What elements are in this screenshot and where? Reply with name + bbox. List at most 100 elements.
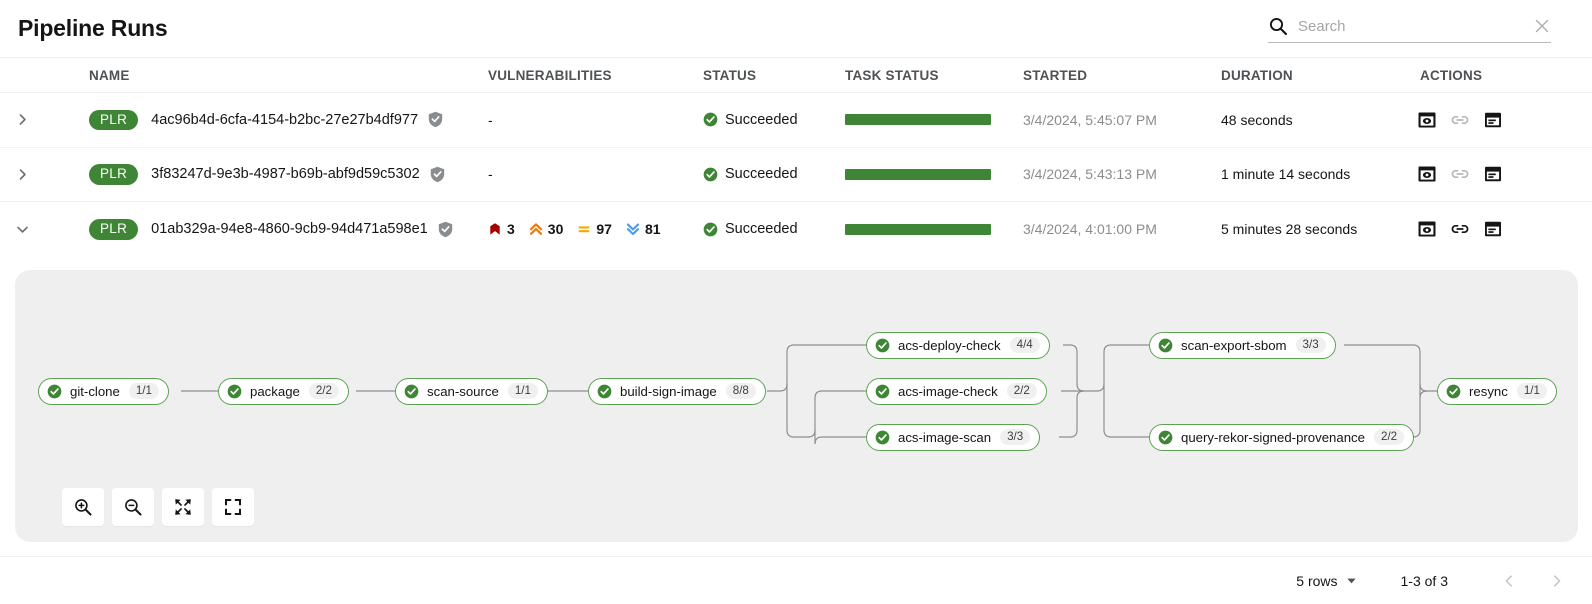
search-box[interactable] [1268,10,1551,43]
severity-critical-icon [488,222,502,236]
table-row[interactable]: PLR 4ac96b4d-6cfa-4154-b2bc-27e27b4df977… [0,93,1592,148]
vulnerability-medium-count: 97 [596,221,612,238]
pipeline-node-count: 3/3 [1000,428,1031,446]
rows-per-page-select[interactable]: 5 rows [1296,573,1356,589]
check-circle-icon [875,430,890,445]
chevron-down-icon[interactable] [10,216,36,242]
started-cell: 3/4/2024, 5:45:07 PM [1023,111,1157,128]
vulnerability-medium: 97 [577,221,612,237]
row-toggle-cell [0,216,45,242]
link-icon[interactable] [1450,219,1470,239]
pipeline-node-count: 3/3 [1295,336,1326,354]
chevron-left-icon [1502,574,1516,588]
rows-per-page-label: 5 rows [1296,572,1338,589]
expand-arrows-icon [173,497,193,517]
check-circle-icon [875,338,890,353]
pipeline-node-label: acs-image-scan [898,429,992,445]
column-header-started: STARTED [1023,67,1088,83]
actions-cell [1417,110,1592,130]
pipeline-node-label: package [250,383,300,399]
check-circle-icon [47,384,62,399]
column-header-status: STATUS [703,67,757,83]
started-cell: 3/4/2024, 5:43:13 PM [1023,166,1157,183]
pipeline-node-scan-export-sbom[interactable]: scan-export-sbom 3/3 [1149,331,1336,359]
pipeline-graph-panel[interactable]: git-clone 1/1 package 2/2 scan-source 1/… [15,269,1578,542]
view-output-icon[interactable] [1417,219,1437,239]
link-icon[interactable] [1450,110,1470,130]
column-header-duration: DURATION [1221,67,1293,83]
status-cell: Succeeded [703,221,845,237]
pipeline-node-label: query-rekor-signed-provenance [1181,429,1365,445]
pipeline-node-resync[interactable]: resync 1/1 [1437,377,1557,405]
zoom-in-button[interactable] [62,487,104,526]
pipeline-node-label: resync [1469,383,1508,399]
pipeline-node-acs-image-scan[interactable]: acs-image-scan 3/3 [866,423,1041,451]
view-output-icon[interactable] [1417,164,1437,184]
vulnerability-high: 30 [529,221,563,237]
link-icon[interactable] [1450,164,1470,184]
task-status-cell [845,114,1023,126]
pipeline-node-package[interactable]: package 2/2 [218,377,349,405]
vulnerabilities-cell: - [488,166,703,182]
pipeline-node-build-sign-image[interactable]: build-sign-image 8/8 [588,377,766,405]
pipeline-node-acs-image-check[interactable]: acs-image-check 2/2 [866,377,1047,405]
chevron-right-icon [1550,574,1564,588]
run-name-link[interactable]: 4ac96b4d-6cfa-4154-b2bc-27e27b4df977 [151,111,419,128]
vulnerabilities-empty: - [488,166,493,183]
run-name-link[interactable]: 3f83247d-9e3b-4987-b69b-abf9d59c5302 [151,166,420,183]
severity-low-icon [626,222,640,236]
table-row[interactable]: PLR 01ab329a-94e8-4860-9cb9-94d471a598e1 [0,202,1592,257]
column-header-actions: ACTIONS [1420,67,1483,83]
task-status-progress-bar [845,168,991,180]
fullscreen-icon [223,497,243,517]
pipeline-node-label: git-clone [70,383,120,399]
vulnerabilities-cell: - [488,112,703,128]
check-circle-icon [1446,384,1461,399]
page-title: Pipeline Runs [18,15,168,41]
pipeline-node-query-rekor-signed-provenance[interactable]: query-rekor-signed-provenance 2/2 [1149,423,1415,451]
table-row[interactable]: PLR 3f83247d-9e3b-4987-b69b-abf9d59c5302… [0,148,1592,202]
logs-icon[interactable] [1483,110,1503,130]
check-circle-icon [1158,430,1173,445]
next-page-button[interactable] [1544,568,1570,594]
previous-page-button[interactable] [1496,568,1522,594]
duration-cell: 1 minute 14 seconds [1221,166,1351,183]
shield-check-icon [437,221,454,238]
page-range-label: 1-3 of 3 [1400,572,1448,589]
shield-check-icon [429,166,446,183]
pipeline-node-git-clone[interactable]: git-clone 1/1 [38,377,169,405]
task-status-cell [845,168,1023,180]
plr-badge: PLR [89,219,139,240]
run-name-cell: PLR 3f83247d-9e3b-4987-b69b-abf9d59c5302 [45,164,488,185]
pipeline-node-label: build-sign-image [620,383,717,399]
pipeline-node-count: 8/8 [725,382,756,400]
fullscreen-button[interactable] [212,487,254,526]
table-header-row: NAME VULNERABILITIES STATUS TASK STATUS … [0,57,1592,93]
vulnerability-critical: 3 [488,221,515,237]
chevron-right-icon[interactable] [10,161,36,187]
pipeline-node-count: 1/1 [1516,382,1547,400]
run-name-link[interactable]: 01ab329a-94e8-4860-9cb9-94d471a598e1 [151,221,428,238]
search-input[interactable] [1298,17,1527,35]
logs-icon[interactable] [1483,219,1503,239]
plr-badge: PLR [89,109,139,130]
zoom-in-icon [73,497,93,517]
pipeline-node-acs-deploy-check[interactable]: acs-deploy-check 4/4 [866,331,1050,359]
duration-cell: 5 minutes 28 seconds [1221,221,1358,238]
close-icon[interactable] [1533,17,1551,35]
check-circle-icon [703,222,718,237]
logs-icon[interactable] [1483,164,1503,184]
vulnerability-low: 81 [626,221,661,237]
check-circle-icon [703,112,718,127]
pipeline-node-count: 4/4 [1009,336,1040,354]
fit-view-button[interactable] [162,487,204,526]
zoom-out-button[interactable] [112,487,154,526]
chevron-right-icon[interactable] [10,107,36,133]
check-circle-icon [703,167,718,182]
column-header-task-status: TASK STATUS [845,67,939,83]
column-header-vulnerabilities: VULNERABILITIES [488,67,612,83]
pipeline-node-scan-source[interactable]: scan-source 1/1 [395,377,548,405]
view-output-icon[interactable] [1417,110,1437,130]
pipeline-node-count: 1/1 [507,382,538,400]
graph-controls [62,487,254,526]
